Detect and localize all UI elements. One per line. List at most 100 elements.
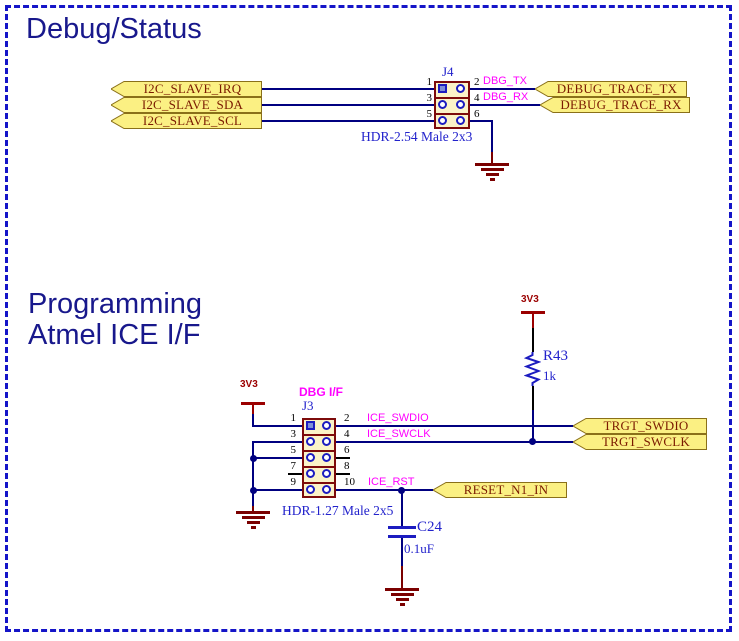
- ground-symbol-c24: [385, 588, 419, 608]
- j4-pin3-circle: [438, 100, 447, 109]
- j3-pin3-circle: [306, 437, 315, 446]
- gnd-bar: [390, 593, 414, 596]
- port-label: TRGT_SWCLK: [602, 434, 690, 449]
- j4-pin5-circle: [438, 116, 447, 125]
- wire-i2c-scl: [262, 120, 434, 122]
- stub-j3-pin6: [336, 457, 350, 459]
- j3-pin9-circle: [306, 485, 315, 494]
- j4-pin-number: 3: [426, 92, 433, 104]
- port-flag-shape: [111, 97, 262, 113]
- j4-pin-number: 2: [474, 76, 480, 88]
- resistor-r43-zigzag: [524, 352, 541, 386]
- j3-pin-number: 10: [344, 476, 355, 488]
- power-label-3v3: 3V3: [240, 379, 258, 390]
- r43-pin-bottom: [532, 386, 534, 410]
- port-trgt-swclk: TRGT_SWCLK: [573, 434, 707, 450]
- wire-left-bus-down: [252, 441, 254, 506]
- j3-pin-number: 5: [290, 444, 297, 456]
- value-r43: 1k: [543, 368, 556, 383]
- j3-pin10-circle: [322, 485, 331, 494]
- designator-r43: R43: [543, 348, 569, 364]
- gnd-bar: [480, 168, 504, 171]
- junction-dot: [250, 455, 257, 462]
- wire-j4-pin6: [470, 120, 493, 122]
- port-label: TRGT_SWDIO: [603, 418, 689, 433]
- power-bar-3v3: [241, 402, 265, 405]
- designator-c24: C24: [417, 519, 443, 535]
- wire-dbg-rx: [470, 104, 540, 106]
- j3-pin1-square: [306, 421, 315, 430]
- sheet-border: [5, 5, 732, 632]
- port-label: I2C_SLAVE_SDA: [141, 97, 244, 112]
- value-c24: 0.1uF: [404, 541, 434, 556]
- junction-dot: [250, 487, 257, 494]
- j3-row-divider: [304, 434, 334, 436]
- section-title-debug-status: Debug/Status: [26, 13, 202, 45]
- j3-pin-number: 2: [344, 412, 350, 424]
- wire-i2c-sda: [262, 104, 434, 106]
- gnd-bar: [485, 173, 499, 176]
- wire-ice-rst: [336, 489, 433, 491]
- wire-ice-swclk: [336, 441, 573, 443]
- gnd-bar: [250, 526, 256, 529]
- port-label: I2C_SLAVE_SCL: [142, 113, 243, 128]
- net-label-dbg-if: DBG I/F: [299, 385, 343, 399]
- gnd-bar: [399, 603, 405, 606]
- net-label-dbg-tx: DBG_TX: [483, 75, 528, 87]
- wire-i2c-irq: [262, 88, 434, 90]
- designator-j4: J4: [442, 64, 454, 79]
- net-label-ice-swclk: ICE_SWCLK: [367, 428, 431, 440]
- net-label-ice-swdio: ICE_SWDIO: [367, 412, 429, 424]
- j3-row-divider: [304, 450, 334, 452]
- port-label: I2C_SLAVE_IRQ: [143, 81, 242, 96]
- port-i2c-slave-irq: I2C_SLAVE_IRQ: [111, 81, 262, 97]
- stub-j3-pin7: [288, 473, 302, 475]
- junction-dot: [529, 438, 536, 445]
- port-debug-trace-rx: DEBUG_TRACE_RX: [540, 97, 690, 113]
- gnd-bar: [489, 178, 495, 181]
- j3-pin2-circle: [322, 421, 331, 430]
- j3-pin-number: 9: [290, 476, 297, 488]
- j4-pin-number: 1: [426, 76, 433, 88]
- port-label: DEBUG_TRACE_RX: [560, 97, 682, 112]
- port-trgt-swdio: TRGT_SWDIO: [573, 418, 707, 434]
- power-label-3v3: 3V3: [521, 294, 539, 305]
- power-stub: [252, 405, 254, 414]
- power-bar-3v3: [521, 311, 545, 314]
- wire-j4-pin6-down: [491, 120, 493, 152]
- gnd-bar: [475, 163, 509, 166]
- ground-symbol-j3: [236, 511, 270, 531]
- wire-j3-pin3: [253, 441, 302, 443]
- j3-row-divider: [304, 482, 334, 484]
- port-flag-shape: [540, 97, 690, 113]
- c24-plate-top: [388, 526, 416, 529]
- j4-pin6-circle: [456, 116, 465, 125]
- gnd-stub: [401, 566, 403, 588]
- j3-pin-number: 7: [290, 460, 297, 472]
- gnd-bar: [236, 511, 270, 514]
- wire-ice-swdio: [336, 425, 573, 427]
- port-flag-shape: [111, 113, 262, 129]
- wire-to-c24: [401, 490, 403, 526]
- port-debug-trace-tx: DEBUG_TRACE_TX: [535, 81, 687, 97]
- gnd-bar: [395, 598, 409, 601]
- j3-pin6-circle: [322, 453, 331, 462]
- designator-j3: J3: [302, 398, 314, 413]
- gnd-bar: [385, 588, 419, 591]
- j4-pin4-circle: [456, 100, 465, 109]
- wire-j3-pin5: [253, 457, 302, 459]
- port-label: DEBUG_TRACE_TX: [556, 81, 678, 96]
- wire-r43-down: [532, 410, 534, 443]
- wire-c24-down: [401, 538, 403, 566]
- title-line-1: Programming: [28, 288, 203, 320]
- port-flag-shape: [573, 418, 707, 434]
- port-flag-shape: [573, 434, 707, 450]
- power-stub: [532, 314, 534, 328]
- j3-pin-number: 1: [290, 412, 297, 424]
- j4-pin1-square: [438, 84, 447, 93]
- comment-j3: HDR-1.27 Male 2x5: [282, 503, 394, 518]
- stub-j3-pin8: [336, 473, 350, 475]
- port-flag-shape: [535, 81, 687, 97]
- j3-pin-number: 8: [344, 460, 350, 472]
